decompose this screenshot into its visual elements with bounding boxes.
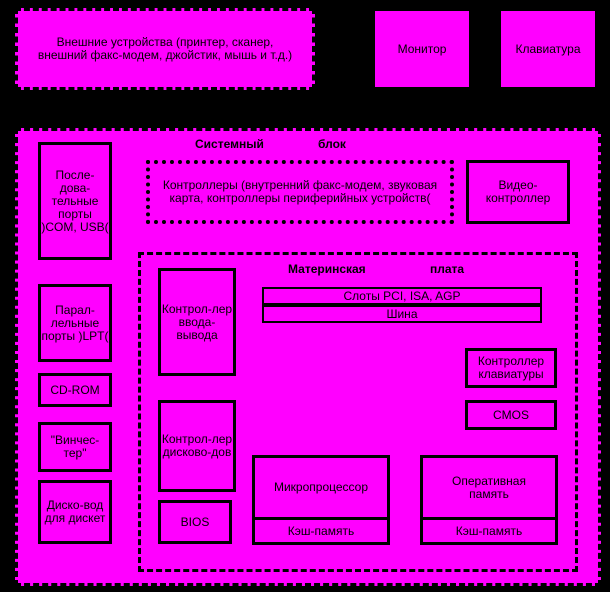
bus-label: Шина bbox=[386, 306, 418, 321]
hdd-block: "Винчес-тер" bbox=[38, 422, 112, 472]
cpu-label: Микропроцессор bbox=[273, 480, 369, 494]
cmos-label: CMOS bbox=[493, 407, 529, 422]
cmos-block: CMOS bbox=[465, 400, 557, 430]
hdd-label: "Винчес-тер" bbox=[50, 433, 100, 460]
ram-label: Оперативная память bbox=[452, 473, 526, 501]
serial-ports-block: После-дова-тельные порты )COM, USB( bbox=[38, 142, 112, 260]
video-controller-block: Видео-контроллер bbox=[466, 160, 570, 224]
cd-rom-block: CD-ROM bbox=[38, 373, 112, 407]
cd-rom-label: CD-ROM bbox=[50, 382, 100, 397]
external-devices-block: Внешние устройства (принтер, сканер, вне… bbox=[15, 8, 315, 90]
keyboard-controller-label: Контроллер клавиатуры bbox=[477, 354, 545, 381]
slots-block: Слоты PCI, ISA, AGP bbox=[262, 287, 542, 305]
serial-ports-label: После-дова-тельные порты )COM, USB( bbox=[41, 167, 109, 234]
slots-label: Слоты PCI, ISA, AGP bbox=[343, 288, 461, 303]
io-controller-label: Контрол-лер ввода-вывода bbox=[161, 301, 233, 342]
monitor-block: Монитор bbox=[372, 8, 472, 90]
cpu-cache: Кэш-память bbox=[255, 517, 387, 542]
controllers-label: Контроллеры (внутренний факс-модем, звук… bbox=[162, 178, 438, 205]
video-controller-label: Видео-контроллер bbox=[485, 178, 551, 205]
controllers-block: Контроллеры (внутренний факс-модем, звук… bbox=[146, 160, 454, 224]
bios-block: BIOS bbox=[158, 500, 232, 544]
monitor-label: Монитор bbox=[397, 41, 447, 56]
fdd-label: Диско-вод для дискет bbox=[44, 498, 106, 525]
cpu-block: Микропроцессор Кэш-память bbox=[252, 455, 390, 545]
motherboard-title-left: Материнская bbox=[288, 262, 366, 276]
system-block-title-left: Системный bbox=[195, 137, 264, 151]
motherboard-block bbox=[138, 252, 578, 572]
bios-label: BIOS bbox=[180, 514, 210, 529]
keyboard-label: Клавиатура bbox=[515, 41, 581, 56]
motherboard-title-right: плата bbox=[430, 262, 465, 276]
system-block-title-right: блок bbox=[318, 137, 346, 151]
external-devices-label: Внешние устройства (принтер, сканер, вне… bbox=[37, 35, 293, 62]
parallel-ports-label: Парал-лельные порты )LPT( bbox=[41, 302, 109, 343]
keyboard-block: Клавиатура bbox=[498, 8, 598, 90]
fdd-block: Диско-вод для дискет bbox=[38, 480, 112, 544]
bus-block: Шина bbox=[262, 305, 542, 323]
disk-controller-block: Контрол-лер дисково-дов bbox=[158, 400, 236, 492]
ram-block: Оперативная память Кэш-память bbox=[420, 455, 558, 545]
disk-controller-label: Контрол-лер дисково-дов bbox=[161, 432, 233, 459]
keyboard-controller-block: Контроллер клавиатуры bbox=[465, 348, 557, 388]
ram-cache: Кэш-память bbox=[423, 517, 555, 542]
io-controller-block: Контрол-лер ввода-вывода bbox=[158, 268, 236, 376]
parallel-ports-block: Парал-лельные порты )LPT( bbox=[38, 284, 112, 362]
